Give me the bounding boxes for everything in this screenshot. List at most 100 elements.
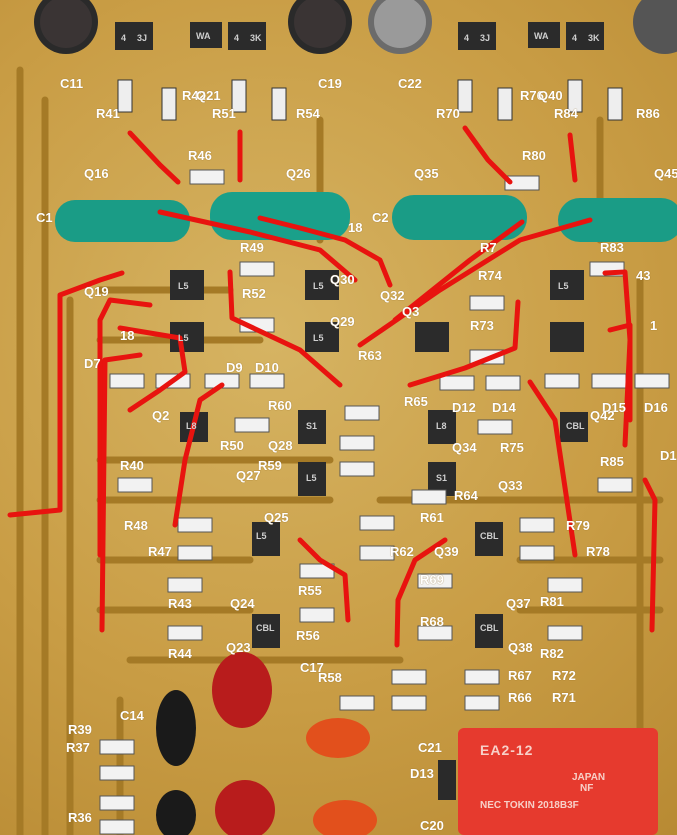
silkscreen-label: Q40: [538, 88, 563, 103]
part-marking: 4: [234, 33, 240, 43]
silkscreen-label: R52: [242, 286, 266, 301]
silkscreen-label: R75: [500, 440, 524, 455]
part-marking: 3J: [480, 33, 491, 43]
silkscreen-label: R49: [240, 240, 264, 255]
silkscreen-label: C22: [398, 76, 422, 91]
silkscreen-label: R71: [552, 690, 576, 705]
silkscreen-label: Q29: [330, 314, 355, 329]
silkscreen-label: D9: [226, 360, 243, 375]
electrolytic-capacitors: [34, 0, 677, 54]
silkscreen-label: 18: [348, 220, 363, 235]
silkscreen-label: Q45: [654, 166, 677, 181]
silkscreen-label: C19: [318, 76, 342, 91]
part-marking: L5: [313, 281, 324, 291]
relay: [458, 728, 658, 835]
silkscreen-label: D10: [255, 360, 279, 375]
silkscreen-label: R65: [404, 394, 428, 409]
silkscreen-label: R79: [566, 518, 590, 533]
silkscreen-label: Q32: [380, 288, 405, 303]
silkscreen-label: D12: [452, 400, 476, 415]
silkscreen-label: Q28: [268, 438, 293, 453]
silkscreen-label: Q25: [264, 510, 289, 525]
silkscreen-label: 43: [636, 268, 651, 283]
silkscreen-label: D15: [602, 400, 626, 415]
part-marking: S1: [436, 473, 448, 483]
part-marking: L5: [313, 333, 324, 343]
part-marking: WA: [534, 31, 549, 41]
silkscreen-label: R55: [298, 583, 322, 598]
relay-nf: NF: [580, 783, 594, 794]
silkscreen-label: Q33: [498, 478, 523, 493]
silkscreen-label: R56: [296, 628, 320, 643]
silkscreen-label: C1: [36, 210, 53, 225]
silkscreen-label: R48: [124, 518, 148, 533]
silkscreen-label: R60: [268, 398, 292, 413]
silkscreen-label: R46: [188, 148, 212, 163]
part-marking: WA: [196, 31, 211, 41]
silkscreen-label: R64: [454, 488, 478, 503]
bottom-components: [156, 652, 658, 835]
silkscreen-label: R66: [508, 690, 532, 705]
silkscreen-label: R83: [600, 240, 624, 255]
part-marking: 4: [572, 33, 578, 43]
silkscreen-label: R44: [168, 646, 192, 661]
silkscreen-label: D14: [492, 400, 516, 415]
silkscreen-label: 1: [650, 318, 658, 333]
part-marking: CBL: [480, 623, 499, 633]
ceramic-capacitor-red: [212, 652, 272, 728]
silkscreen-label: R63: [358, 348, 382, 363]
silkscreen-label: D7: [84, 356, 101, 371]
part-marking: L8: [186, 421, 197, 431]
relay-model: EA2-12: [480, 742, 534, 758]
silkscreen-label: Q2: [152, 408, 170, 423]
silkscreen-label: Q30: [330, 272, 355, 287]
silkscreen-label: R47: [148, 544, 172, 559]
silkscreen-label: Q24: [230, 596, 255, 611]
silkscreen-label: Q23: [226, 640, 251, 655]
part-marking: 4: [121, 33, 127, 43]
part-marking: CBL: [256, 623, 275, 633]
silkscreen-label: C14: [120, 708, 144, 723]
silkscreen-label: C17: [300, 660, 324, 675]
mid-components: [99, 169, 670, 835]
top-resistors: [117, 79, 623, 121]
top-transistors: [115, 22, 604, 50]
silkscreen-label: R39: [68, 722, 92, 737]
silkscreen-label: Q3: [402, 304, 420, 319]
silkscreen-label: R74: [478, 268, 502, 283]
part-marking: 3K: [250, 33, 262, 43]
silkscreen-label: C11: [60, 76, 84, 91]
silkscreen-label: R40: [120, 458, 144, 473]
silkscreen-label: Q16: [84, 166, 109, 181]
silkscreen-label: R51: [212, 106, 236, 121]
silkscreen-label: R54: [296, 106, 320, 121]
silkscreen-label: Q34: [452, 440, 477, 455]
silkscreen-label: R58: [318, 670, 342, 685]
silkscreen-label: R80: [522, 148, 546, 163]
silkscreen-label: R37: [66, 740, 90, 755]
silkscreen-label: R7: [480, 240, 497, 255]
part-marking: L5: [178, 281, 189, 291]
silkscreen-label: D13: [410, 766, 434, 781]
silkscreen-label: Q19: [84, 284, 109, 299]
silkscreen-label: R41: [96, 106, 120, 121]
silkscreen-label: R84: [554, 106, 578, 121]
silkscreen-label: Q38: [508, 640, 533, 655]
silkscreen-label: Q21: [196, 88, 221, 103]
silkscreen-label: Q35: [414, 166, 439, 181]
relay-origin: JAPAN: [572, 772, 606, 783]
relay-label: EA2-12 JAPAN NF NEC TOKIN 2018B3F: [480, 742, 650, 811]
silkscreen-label: R59: [258, 458, 282, 473]
silkscreen-label: R69: [420, 572, 444, 587]
silkscreen-label: R85: [600, 454, 624, 469]
part-marking: S1: [306, 421, 318, 431]
silkscreen-label: Q27: [236, 468, 261, 483]
silkscreen-label: C2: [372, 210, 389, 225]
film-capacitors: [55, 192, 677, 242]
part-marking: 3J: [137, 33, 148, 43]
part-marking: L8: [436, 421, 447, 431]
silkscreen-label: D1: [660, 448, 677, 463]
silkscreen-label: R50: [220, 438, 244, 453]
